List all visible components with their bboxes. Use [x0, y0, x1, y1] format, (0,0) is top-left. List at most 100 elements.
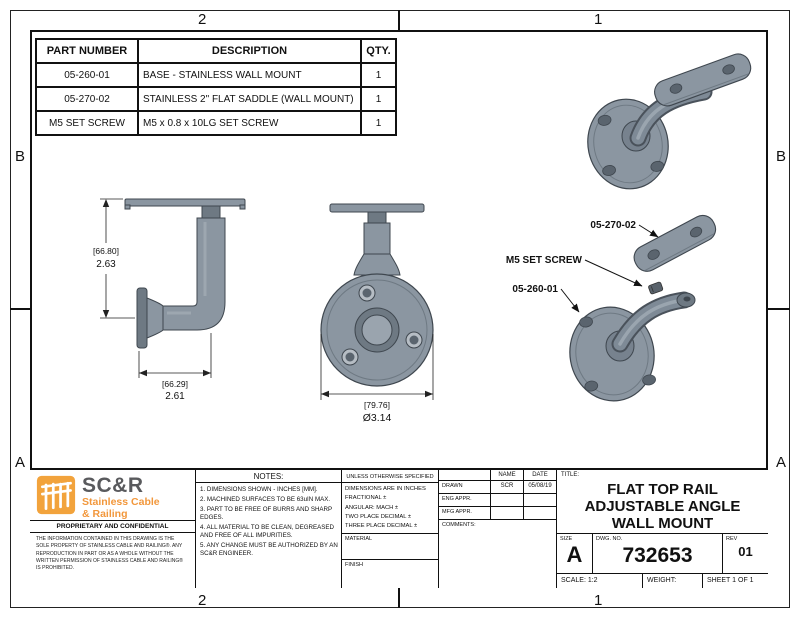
zone-tick-bottom — [398, 588, 400, 608]
rev-field: REV 01 — [722, 533, 768, 573]
legal-fine-print: THE INFORMATION CONTAINED IN THIS DRAWIN… — [36, 536, 183, 571]
company-tagline-1: Stainless Cable — [82, 496, 160, 508]
wall-flange-edge — [136, 287, 148, 349]
note-item: 5. ANY CHANGE MUST BE AUTHORIZED BY AN S… — [200, 542, 338, 558]
approval-name — [491, 507, 524, 519]
curved-arm-iso — [611, 291, 693, 353]
saddle-hole — [689, 226, 703, 238]
col-header-part-number: PART NUMBER — [35, 38, 139, 64]
parts-table: PART NUMBER DESCRIPTION QTY. 05-260-01 B… — [35, 38, 397, 136]
title-label: TITLE: — [561, 472, 580, 478]
approvals-blank-header — [439, 470, 491, 480]
date-column-header: DATE — [532, 472, 548, 478]
page-title: FLAT TOP RAIL ADJUSTABLE ANGLE WALL MOUN… — [557, 481, 768, 533]
approvals-header-row: NAME DATE — [439, 470, 556, 481]
mounting-hole-bore — [409, 335, 419, 345]
size-label: SIZE — [560, 535, 573, 542]
note-item: 1. DIMENSIONS SHOWN - INCHES [MM]. — [200, 486, 318, 493]
dimension-label-in: 2.61 — [165, 391, 185, 401]
qty-cell: 1 — [360, 110, 397, 136]
part-number-cell: 05-270-02 — [35, 86, 139, 112]
company-name-block: SC&R Stainless Cable & Railing — [82, 475, 160, 520]
diameter-dimension — [320, 334, 434, 400]
description-cell: BASE - STAINLESS WALL MOUNT — [137, 62, 362, 88]
saddle-lip-left — [124, 204, 131, 210]
scale-weight-sheet-row: SCALE: 1:2 WEIGHT: SHEET 1 OF 1 — [557, 572, 768, 588]
col-header-description: DESCRIPTION — [137, 38, 362, 64]
dim-arrow — [139, 369, 147, 377]
front-view: [79.76] Ø3.14 — [320, 203, 434, 424]
dim-arrow — [102, 310, 110, 318]
description-cell: M5 x 0.8 x 10LG SET SCREW — [137, 110, 362, 136]
zone-label-right-upper: B — [776, 148, 787, 165]
title-line-1: FLAT TOP RAIL — [607, 481, 718, 498]
qty-cell: 1 — [360, 62, 397, 88]
name-column-header: NAME — [491, 470, 524, 480]
callout-saddle: 05-270-02 — [590, 220, 636, 231]
zone-tick-left — [10, 308, 30, 310]
part-number-cell: M5 SET SCREW — [35, 110, 139, 136]
leader-line — [560, 288, 580, 313]
table-row: 05-260-01 BASE - STAINLESS WALL MOUNT 1 — [35, 62, 397, 88]
leader-line — [584, 259, 643, 287]
note-item: 3. PART TO BE FREE OF BURRS AND SHARP ED… — [200, 506, 333, 522]
mounting-hole-bore — [362, 288, 372, 298]
confidential-banner: PROPRIETARY AND CONFIDENTIAL — [30, 520, 195, 533]
table-row: M5 SET SCREW M5 x 0.8 x 10LG SET SCREW 1 — [35, 110, 397, 136]
company-cell: SC&R Stainless Cable & Railing PROPRIETA… — [30, 470, 196, 588]
rev-label: REV — [726, 535, 738, 542]
rev-value: 01 — [738, 543, 753, 559]
dim-arrow — [203, 369, 211, 377]
notes-list: 1. DIMENSIONS SHOWN - INCHES [MM]. 2. MA… — [196, 483, 341, 561]
parts-table-header-row: PART NUMBER DESCRIPTION QTY. — [35, 38, 397, 64]
title-block: SC&R Stainless Cable & Railing PROPRIETA… — [30, 468, 768, 588]
adjustable-joint — [367, 211, 387, 224]
col-header-qty: QTY. — [360, 38, 397, 64]
company-logo: SC&R Stainless Cable & Railing — [30, 470, 195, 520]
railing-logo-icon — [36, 475, 76, 515]
length-dimension — [138, 333, 212, 378]
finish-field: FINISH — [342, 559, 438, 588]
qty-cell: 1 — [360, 86, 397, 112]
approval-date: 05/08/19 — [528, 483, 552, 489]
approvals-cell: NAME DATE DRAWN SCR 05/08/19 ENG APPR. M… — [439, 470, 557, 588]
approval-date — [524, 507, 556, 519]
saddle-plate-iso — [633, 214, 717, 272]
set-screw-hole — [683, 296, 691, 302]
zone-label-right-lower: A — [776, 454, 787, 471]
mounting-hole — [602, 165, 616, 176]
material-field: MATERIAL — [342, 533, 438, 559]
isometric-exploded-view: 05-270-02 M5 SET SCREW 05-260-01 — [506, 214, 717, 402]
note-item: 2. MACHINED SURFACES TO BE 63uIN MAX. — [200, 496, 331, 504]
zone-tick-right — [768, 308, 790, 310]
dwg-label: DWG. NO. — [596, 535, 623, 542]
callout-set-screw: M5 SET SCREW — [506, 255, 583, 266]
mounting-hole — [597, 114, 612, 126]
title-line-3: WALL MOUNT — [611, 514, 714, 532]
notes-cell: NOTES: 1. DIMENSIONS SHOWN - INCHES [MM]… — [196, 470, 342, 588]
tolerance-line: ANGULAR: MACH ± — [345, 504, 399, 511]
saddle-plate-edge — [329, 203, 425, 213]
comments-field: COMMENTS: — [442, 522, 476, 528]
description-cell: STAINLESS 2" FLAT SADDLE (WALL MOUNT) — [137, 86, 362, 112]
flange-rim — [326, 279, 428, 381]
title-line-2: ADJUSTABLE ANGLE — [584, 497, 741, 515]
side-view: [66.80] 2.63 [66.29] 2.61 — [93, 198, 246, 401]
size-value: A — [566, 541, 583, 567]
saddle-plate-edge — [124, 198, 246, 207]
zone-label-top-left: 2 — [198, 11, 207, 28]
company-name: SC&R — [82, 474, 144, 497]
dim-arrow — [102, 199, 110, 207]
company-tagline-2: & Railing — [82, 508, 128, 521]
dimension-label-in: 2.63 — [96, 259, 116, 270]
dwg-no-field: DWG. NO. 732653 — [593, 534, 722, 573]
approval-label: MFG APPR. — [439, 507, 491, 519]
hub-center — [361, 314, 393, 346]
size-field: SIZE A — [557, 533, 593, 573]
saddle-hole — [647, 249, 660, 260]
callout-base: 05-260-01 — [512, 284, 558, 295]
title-cell: TITLE: FLAT TOP RAIL ADJUSTABLE ANGLE WA… — [557, 470, 768, 588]
post-flare — [353, 253, 401, 276]
mounting-hole — [584, 380, 599, 392]
mounting-hole-bore — [345, 352, 355, 362]
